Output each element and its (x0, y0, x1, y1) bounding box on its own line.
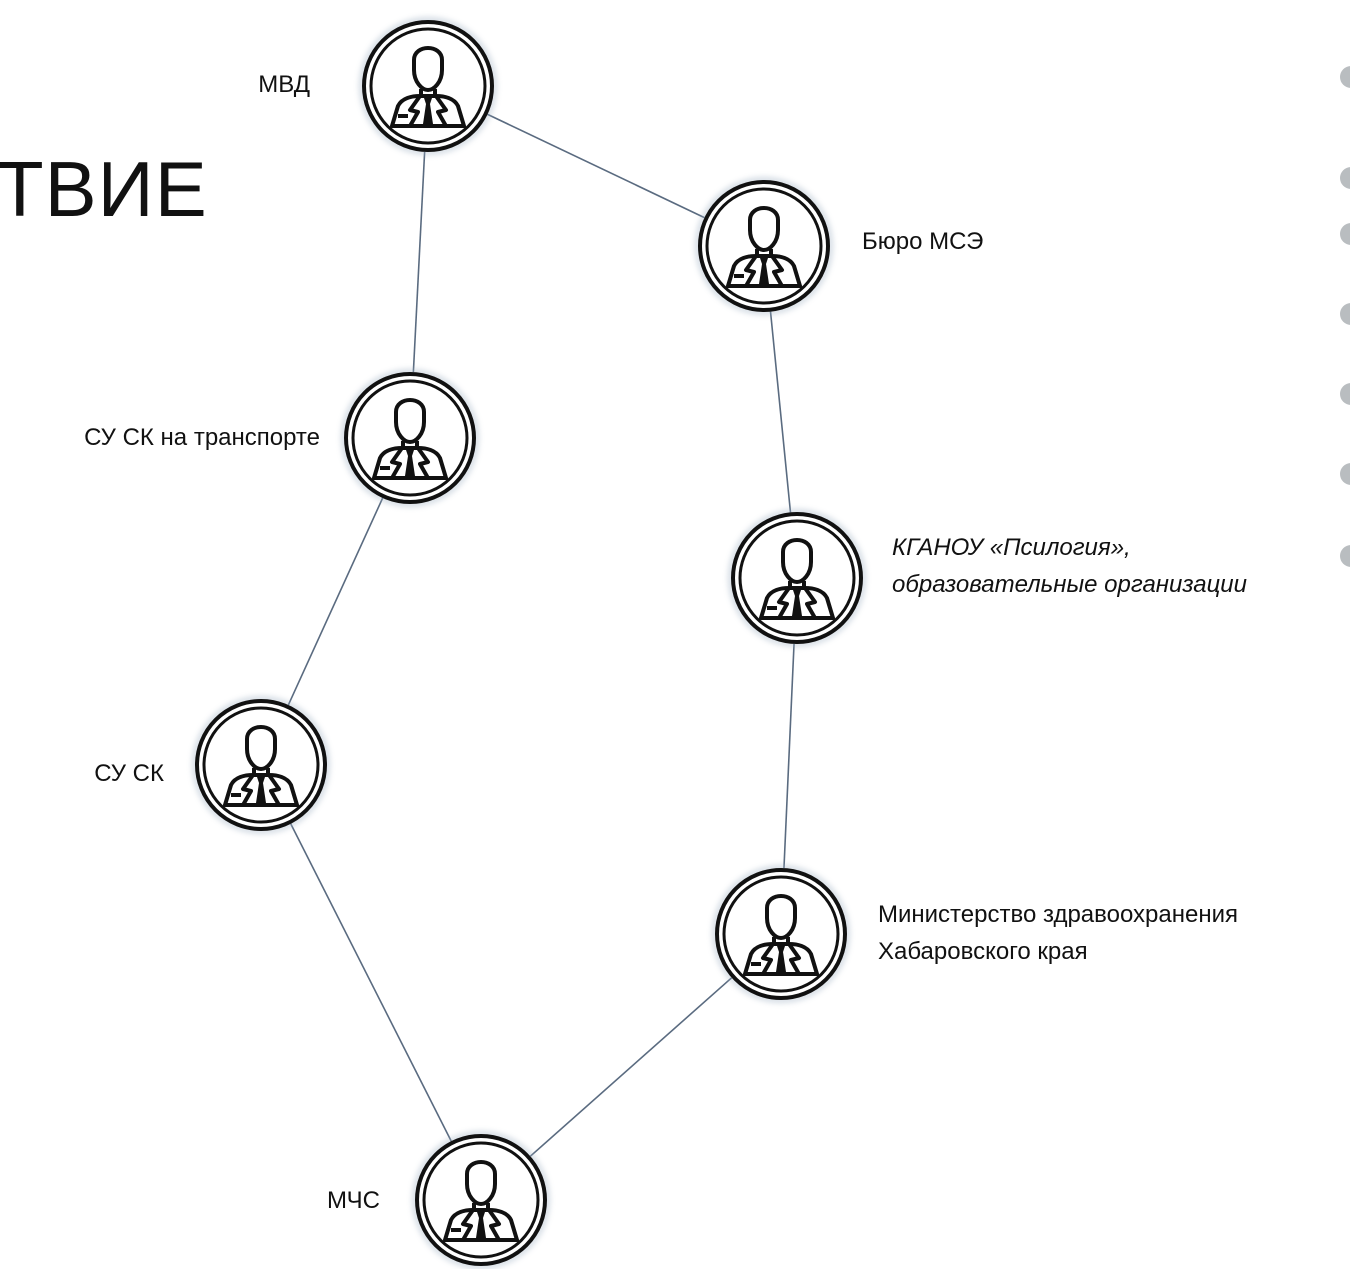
edge-buro-kganou (769, 311, 792, 513)
edges-layer (287, 113, 795, 1157)
bullet-3 (1340, 223, 1350, 245)
node-label-buro: Бюро МСЭ (862, 228, 984, 255)
node-buro (695, 177, 833, 315)
node-label-su-sk-transport: СУ СК на транспорте (84, 424, 320, 451)
node-su_sk_transport (341, 369, 479, 507)
edge-mvd-su_sk_transport (412, 151, 426, 373)
node-label-mchs: МЧС (326, 1187, 380, 1214)
bullet-7 (1340, 545, 1350, 567)
node-label-minzdrav-line2: Хабаровского края (878, 938, 1088, 965)
nodes-layer (192, 17, 866, 1269)
node-label-kganou-line1: КГАНОУ «Псилогия», (892, 534, 1131, 561)
bullet-4 (1340, 303, 1350, 325)
bullet-2 (1340, 167, 1350, 189)
edge-su_sk_transport-su_sk (287, 497, 384, 706)
edge-su_sk-mchs (290, 823, 452, 1142)
node-label-kganou-line2: образовательные организации (892, 571, 1247, 598)
edge-mvd-buro (487, 113, 705, 219)
node-mchs (412, 1131, 550, 1269)
node-kganou (728, 509, 866, 647)
node-label-minzdrav-line1: Министерство здравоохранения (878, 901, 1238, 928)
slide-title-fragment: ТВИЕ (0, 145, 208, 233)
node-minzdrav (712, 865, 850, 1003)
bullet-1 (1340, 66, 1350, 88)
node-su_sk (192, 696, 330, 834)
node-label-mvd: МВД (258, 71, 310, 98)
bullet-5 (1340, 383, 1350, 405)
edge-kganou-minzdrav (783, 643, 795, 869)
bullet-6 (1340, 463, 1350, 485)
node-mvd (359, 17, 497, 155)
node-label-su-sk: СУ СК (94, 760, 164, 787)
edge-minzdrav-mchs (529, 977, 733, 1157)
